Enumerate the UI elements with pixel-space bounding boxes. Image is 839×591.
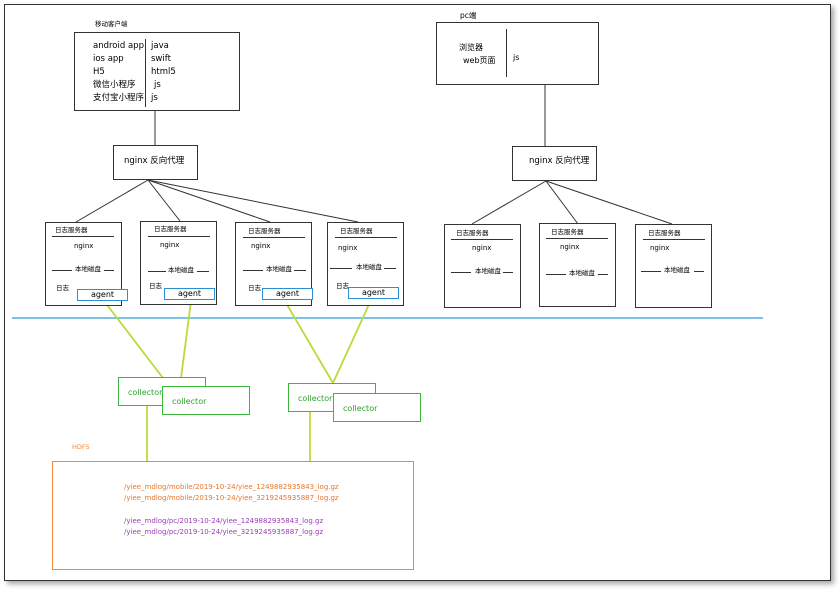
divider-line <box>148 236 210 237</box>
divider-line <box>197 271 209 272</box>
divider-line <box>335 237 397 238</box>
pc-nginx-label: nginx 反向代理 <box>529 156 590 166</box>
client-name-wechat: 微信小程序 <box>93 80 136 90</box>
divider-line <box>294 270 306 271</box>
collector-box-4: collector <box>333 393 421 422</box>
client-lang-android: java <box>151 41 169 51</box>
divider-line <box>503 272 513 273</box>
divider-line <box>243 270 263 271</box>
log-server-disk: 本地磁盘 <box>356 263 382 271</box>
divider-line <box>148 271 166 272</box>
client-name-h5: H5 <box>93 67 105 77</box>
log-server-pc-1 <box>444 224 521 308</box>
log-server-disk: 本地磁盘 <box>266 265 292 273</box>
divider-line <box>451 239 513 240</box>
divider-line <box>104 270 114 271</box>
divider-line <box>641 271 661 272</box>
log-server-disk: 本地磁盘 <box>75 265 101 273</box>
mobile-clients-box <box>74 32 240 111</box>
pc-client-lang: js <box>513 53 520 62</box>
log-server-pc-2 <box>539 223 616 307</box>
log-server-nginx: nginx <box>74 242 94 250</box>
divider-line <box>145 39 146 107</box>
collector-label: collector <box>128 388 163 397</box>
collector-label: collector <box>298 394 333 403</box>
agent-box: agent <box>164 288 215 300</box>
client-lang-wechat: js <box>154 80 161 90</box>
pc-title: pc端 <box>460 11 477 20</box>
log-server-nginx: nginx <box>650 244 670 252</box>
client-name-alipay: 支付宝小程序 <box>93 93 145 103</box>
pc-client-box <box>436 22 599 85</box>
divider-line <box>506 29 507 77</box>
log-server-disk: 本地磁盘 <box>168 266 194 274</box>
client-name-ios: ios app <box>93 54 124 64</box>
divider-line <box>52 236 114 237</box>
log-server-nginx: nginx <box>472 244 492 252</box>
divider-line <box>52 270 72 271</box>
divider-line <box>694 271 704 272</box>
divider-line <box>546 238 608 239</box>
divider-line <box>598 274 608 275</box>
log-server-nginx: nginx <box>251 242 271 250</box>
agent-box: agent <box>348 287 399 299</box>
log-server-disk: 本地磁盘 <box>475 267 501 275</box>
log-server-log: 日志 <box>56 284 69 292</box>
log-server-nginx: nginx <box>560 243 580 251</box>
hdfs-pc-path-1: /yiee_mdlog/pc/2019-10-24/yiee_124988293… <box>124 517 324 525</box>
collector-box-2: collector <box>162 386 250 415</box>
divider-line <box>243 237 305 238</box>
log-server-title: 日志服务器 <box>154 225 187 233</box>
log-server-nginx: nginx <box>160 241 180 249</box>
client-name-android: android app <box>93 41 144 51</box>
hdfs-mobile-path-2: /yiee_mdlog/mobile/2019-10-24/yiee_32192… <box>124 494 339 502</box>
hdfs-box <box>52 461 414 570</box>
log-server-title: 日志服务器 <box>648 229 681 237</box>
log-server-log: 日志 <box>248 284 261 292</box>
log-server-title: 日志服务器 <box>55 226 88 234</box>
pc-client-browser: 浏览器 <box>459 43 483 52</box>
mobile-title: 移动客户端 <box>95 20 128 28</box>
log-server-title: 日志服务器 <box>456 229 489 237</box>
client-lang-h5: html5 <box>151 67 176 77</box>
pc-nginx-box <box>512 146 597 181</box>
divider-line <box>643 239 705 240</box>
divider-line <box>546 274 566 275</box>
agent-box: agent <box>262 288 313 300</box>
hdfs-mobile-path-1: /yiee_mdlog/mobile/2019-10-24/yiee_12498… <box>124 483 339 491</box>
log-server-title: 日志服务器 <box>340 227 373 235</box>
collector-label: collector <box>172 397 207 406</box>
log-server-nginx: nginx <box>338 244 358 252</box>
client-lang-ios: swift <box>151 54 171 64</box>
log-server-log: 日志 <box>336 282 349 290</box>
divider-line <box>384 268 396 269</box>
hdfs-label: HDFS <box>72 443 90 451</box>
log-server-title: 日志服务器 <box>248 227 281 235</box>
agent-box: agent <box>77 289 128 301</box>
divider-line <box>330 268 352 269</box>
log-server-disk: 本地磁盘 <box>569 269 595 277</box>
log-server-title: 日志服务器 <box>551 228 584 236</box>
log-server-disk: 本地磁盘 <box>664 266 690 274</box>
log-server-log: 日志 <box>149 282 162 290</box>
divider-line <box>451 272 471 273</box>
pc-client-webpage: web页面 <box>463 56 496 65</box>
mobile-nginx-label: nginx 反向代理 <box>124 156 185 166</box>
hdfs-pc-path-2: /yiee_mdlog/pc/2019-10-24/yiee_321924593… <box>124 528 324 536</box>
log-server-pc-3 <box>635 224 712 308</box>
collector-label: collector <box>343 404 378 413</box>
client-lang-alipay: js <box>151 93 158 103</box>
mobile-nginx-box <box>113 145 198 180</box>
